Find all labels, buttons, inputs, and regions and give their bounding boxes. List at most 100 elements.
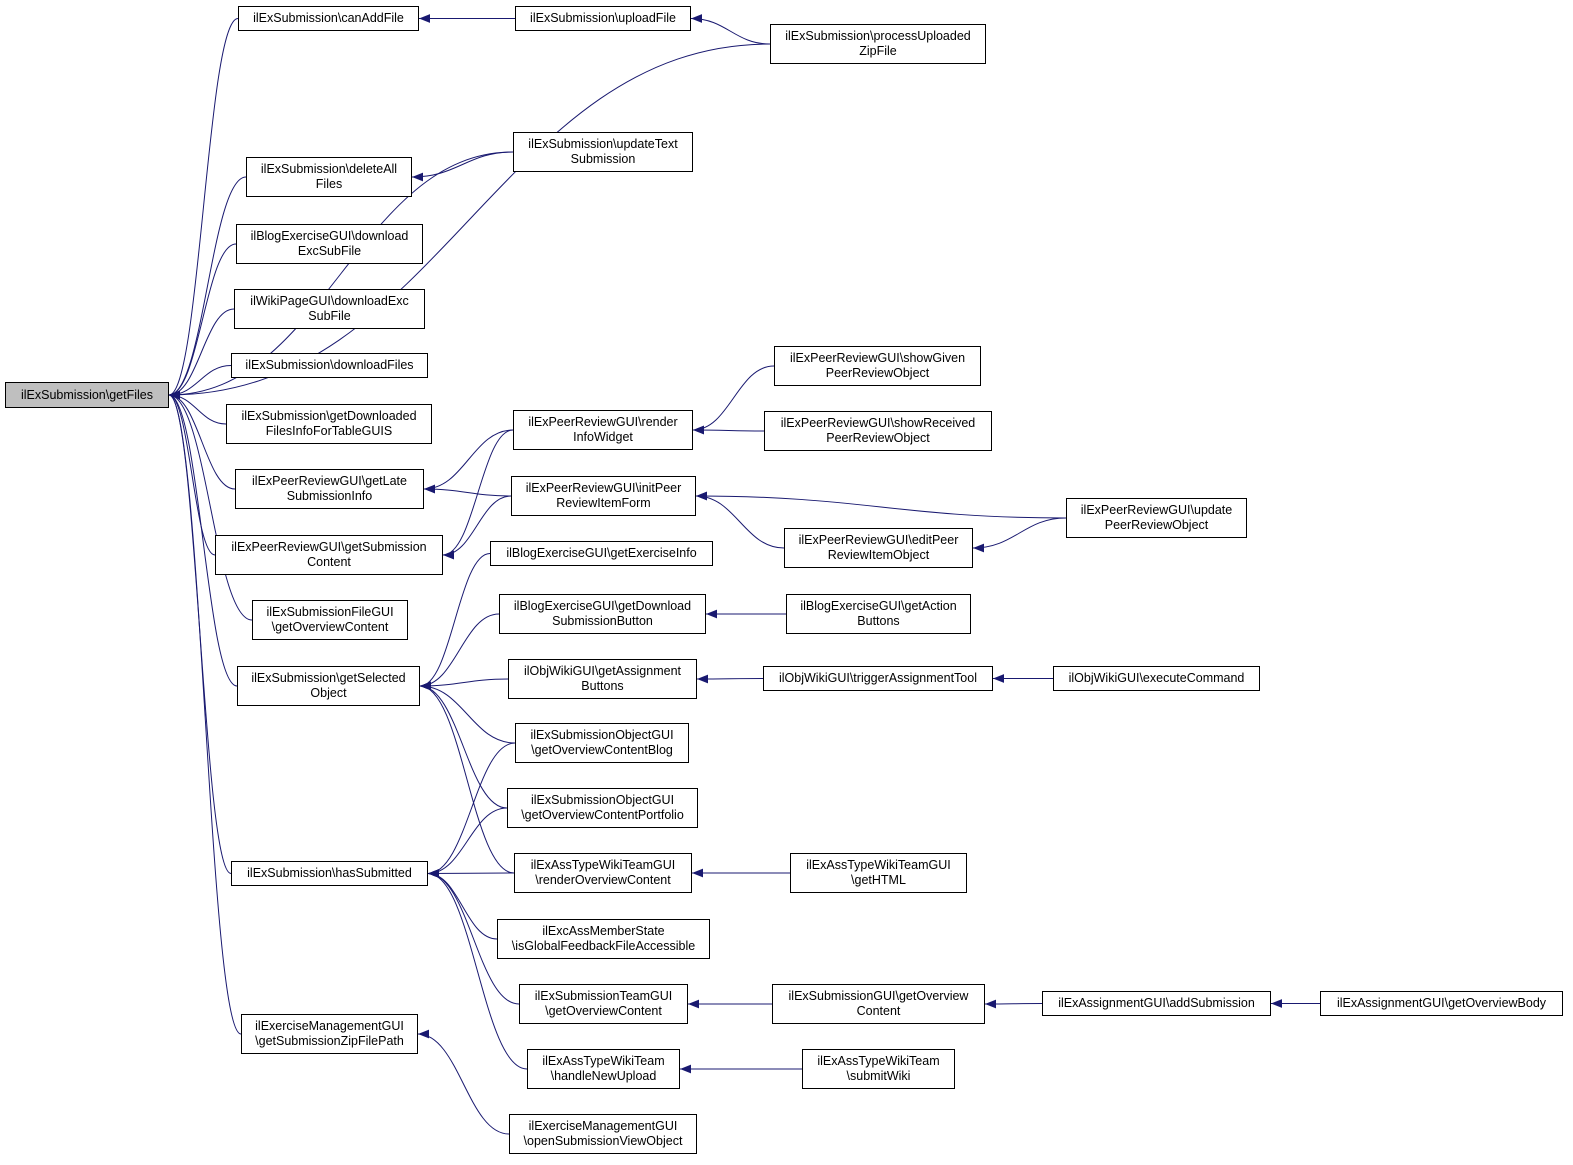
node-label: ilExAssignmentGUI\addSubmission	[1058, 996, 1255, 1010]
node-label: ilExPeerReviewGUI\initPeer ReviewItemFor…	[525, 481, 682, 510]
node-delete-all[interactable]: ilExSubmission\deleteAll Files	[246, 157, 412, 197]
node-update-peer[interactable]: ilExPeerReviewGUI\update PeerReviewObjec…	[1066, 498, 1247, 538]
edge-get-selected-to-root	[168, 390, 238, 687]
edge-update-peer-to-init-peer	[695, 491, 1067, 519]
node-label: ilBlogExerciseGUI\getExerciseInfo	[506, 546, 697, 560]
node-team-gui[interactable]: ilExSubmissionTeamGUI \getOverviewConten…	[519, 984, 688, 1024]
node-process-zip[interactable]: ilExSubmission\processUploaded ZipFile	[770, 24, 986, 64]
node-label: ilExAssTypeWikiTeamGUI \renderOverviewCo…	[530, 858, 676, 887]
node-show-received[interactable]: ilExPeerReviewGUI\showReceived PeerRevie…	[764, 411, 992, 451]
edge-wiki-team-render-to-has-submitted	[427, 869, 515, 878]
node-label: ilExSubmission\getFiles	[21, 387, 153, 402]
edge-blog-ex-info-to-get-selected	[419, 553, 491, 691]
node-label: ilExAssignmentGUI\getOverviewBody	[1336, 996, 1547, 1010]
edge-blog-dl-btn-to-get-selected	[419, 613, 500, 691]
node-has-submitted[interactable]: ilExSubmission\hasSubmitted	[231, 861, 428, 886]
node-label: ilExSubmission\getSelected Object	[251, 671, 406, 700]
node-root[interactable]: ilExSubmission\getFiles	[5, 382, 169, 408]
node-handle-upload[interactable]: ilExAssTypeWikiTeam \handleNewUpload	[527, 1049, 680, 1089]
node-label: ilExSubmission\updateText Submission	[528, 137, 678, 166]
edge-update-peer-to-edit-peer	[972, 517, 1067, 553]
node-sub-guioverview[interactable]: ilExSubmissionGUI\getOverview Content	[772, 984, 985, 1024]
edge-process-zip-to-root	[168, 43, 771, 400]
node-show-given[interactable]: ilExPeerReviewGUI\showGiven PeerReviewOb…	[774, 346, 981, 386]
node-ex-mgmt-zip[interactable]: ilExerciseManagementGUI \getSubmissionZi…	[241, 1014, 418, 1054]
node-label: ilExSubmissionTeamGUI \getOverviewConten…	[534, 989, 673, 1018]
node-label: ilExSubmission\processUploaded ZipFile	[785, 29, 971, 58]
node-blog-download[interactable]: ilBlogExerciseGUI\download ExcSubFile	[236, 224, 423, 264]
edge-blog-download-to-root	[168, 243, 237, 400]
node-label: ilExAssTypeWikiTeam \submitWiki	[817, 1054, 940, 1083]
edge-init-peer-to-get-late	[423, 484, 512, 497]
node-wiki-download[interactable]: ilWikiPageGUI\downloadExc SubFile	[234, 289, 425, 329]
node-label: ilExPeerReviewGUI\update PeerReviewObjec…	[1080, 503, 1233, 532]
node-get-late[interactable]: ilExPeerReviewGUI\getLate SubmissionInfo	[235, 469, 424, 509]
edge-sub-file-gui-to-root	[168, 390, 253, 621]
edge-init-peer-to-get-sub-content	[442, 495, 512, 560]
node-overview-body[interactable]: ilExAssignmentGUI\getOverviewBody	[1320, 991, 1563, 1016]
edge-edit-peer-to-init-peer	[695, 491, 785, 549]
node-label: ilBlogExerciseGUI\getAction Buttons	[800, 599, 957, 628]
node-obj-blog[interactable]: ilExSubmissionObjectGUI \getOverviewCont…	[515, 723, 689, 763]
node-label: ilExPeerReviewGUI\render InfoWidget	[528, 415, 678, 444]
node-edit-peer[interactable]: ilExPeerReviewGUI\editPeer ReviewItemObj…	[784, 528, 973, 568]
node-download-files[interactable]: ilExSubmission\downloadFiles	[231, 353, 428, 378]
node-wiki-assign-btns[interactable]: ilObjWikiGUI\getAssignment Buttons	[508, 659, 697, 699]
node-wiki-trigger[interactable]: ilObjWikiGUI\triggerAssignmentTool	[763, 666, 993, 691]
node-label: ilExSubmission\downloadFiles	[245, 358, 414, 372]
node-wiki-team-render[interactable]: ilExAssTypeWikiTeamGUI \renderOverviewCo…	[514, 853, 692, 893]
node-init-peer[interactable]: ilExPeerReviewGUI\initPeer ReviewItemFor…	[511, 476, 696, 516]
node-label: ilExSubmissionGUI\getOverview Content	[788, 989, 969, 1018]
edge-update-text-to-delete-all	[411, 151, 514, 182]
node-label: ilExPeerReviewGUI\editPeer ReviewItemObj…	[798, 533, 959, 562]
node-label: ilObjWikiGUI\triggerAssignmentTool	[779, 671, 977, 685]
edge-update-text-to-root	[168, 151, 514, 400]
node-label: ilExerciseManagementGUI \getSubmissionZi…	[255, 1019, 404, 1048]
node-label: ilExcAssMemberState \isGlobalFeedbackFil…	[511, 924, 696, 953]
node-label: ilWikiPageGUI\downloadExc SubFile	[250, 294, 409, 323]
node-label: ilExAssTypeWikiTeamGUI \getHTML	[806, 858, 951, 887]
node-can-add-file[interactable]: ilExSubmission\canAddFile	[238, 6, 419, 31]
node-label: ilExSubmission\uploadFile	[530, 11, 676, 25]
edge-obj-blog-to-get-selected	[419, 681, 516, 744]
node-sub-file-gui[interactable]: ilExSubmissionFileGUI \getOverviewConten…	[252, 600, 408, 640]
node-obj-portfolio[interactable]: ilExSubmissionObjectGUI \getOverviewCont…	[507, 788, 698, 828]
node-submit-wiki[interactable]: ilExAssTypeWikiTeam \submitWiki	[802, 1049, 955, 1089]
edge-handle-upload-to-has-submitted	[427, 869, 528, 1070]
node-label: ilExAssTypeWikiTeam \handleNewUpload	[542, 1054, 665, 1083]
node-label: ilExSubmission\getDownloaded FilesInfoFo…	[241, 409, 417, 438]
edge-render-info-to-get-sub-content	[442, 429, 514, 560]
node-update-text[interactable]: ilExSubmission\updateText Submission	[513, 132, 693, 172]
node-blog-ex-info[interactable]: ilBlogExerciseGUI\getExerciseInfo	[490, 541, 713, 566]
node-get-selected[interactable]: ilExSubmission\getSelected Object	[237, 666, 420, 706]
edge-get-sub-content-to-root	[168, 390, 216, 556]
node-label: ilObjWikiGUI\getAssignment Buttons	[524, 664, 681, 693]
node-label: ilExPeerReviewGUI\getSubmission Content	[231, 540, 427, 569]
node-render-info[interactable]: ilExPeerReviewGUI\render InfoWidget	[513, 410, 693, 450]
edge-member-state-to-has-submitted	[427, 869, 498, 940]
node-label: ilExSubmissionObjectGUI \getOverviewCont…	[530, 728, 674, 757]
node-member-state[interactable]: ilExcAssMemberState \isGlobalFeedbackFil…	[497, 919, 710, 959]
node-label: ilExerciseManagementGUI \openSubmissionV…	[523, 1119, 683, 1148]
node-get-downloaded[interactable]: ilExSubmission\getDownloaded FilesInfoFo…	[226, 404, 432, 444]
node-label: ilExSubmissionObjectGUI \getOverviewCont…	[521, 793, 684, 822]
node-label: ilExSubmission\canAddFile	[253, 11, 404, 25]
node-open-sub-view[interactable]: ilExerciseManagementGUI \openSubmissionV…	[509, 1114, 697, 1154]
edge-ex-mgmt-zip-to-root	[168, 390, 242, 1035]
node-add-submission[interactable]: ilExAssignmentGUI\addSubmission	[1042, 991, 1271, 1016]
node-get-sub-content[interactable]: ilExPeerReviewGUI\getSubmission Content	[215, 535, 443, 575]
edge-obj-portfolio-to-get-selected	[419, 681, 508, 809]
node-label: ilBlogExerciseGUI\getDownload Submission…	[513, 599, 692, 628]
edge-show-received-to-render-info	[692, 425, 765, 435]
node-wiki-team-html[interactable]: ilExAssTypeWikiTeamGUI \getHTML	[790, 853, 967, 893]
edge-process-zip-to-upload-file	[690, 14, 771, 45]
node-blog-dl-btn[interactable]: ilBlogExerciseGUI\getDownload Submission…	[499, 594, 706, 634]
node-wiki-exec[interactable]: ilObjWikiGUI\executeCommand	[1053, 666, 1260, 691]
edge-wiki-trigger-to-wiki-assign-btns	[696, 674, 764, 684]
node-blog-action[interactable]: ilBlogExerciseGUI\getAction Buttons	[786, 594, 971, 634]
node-upload-file[interactable]: ilExSubmission\uploadFile	[515, 6, 691, 31]
node-label: ilExPeerReviewGUI\showGiven PeerReviewOb…	[789, 351, 966, 380]
edge-show-given-to-render-info	[692, 365, 775, 435]
edge-obj-blog-to-has-submitted	[427, 742, 516, 878]
